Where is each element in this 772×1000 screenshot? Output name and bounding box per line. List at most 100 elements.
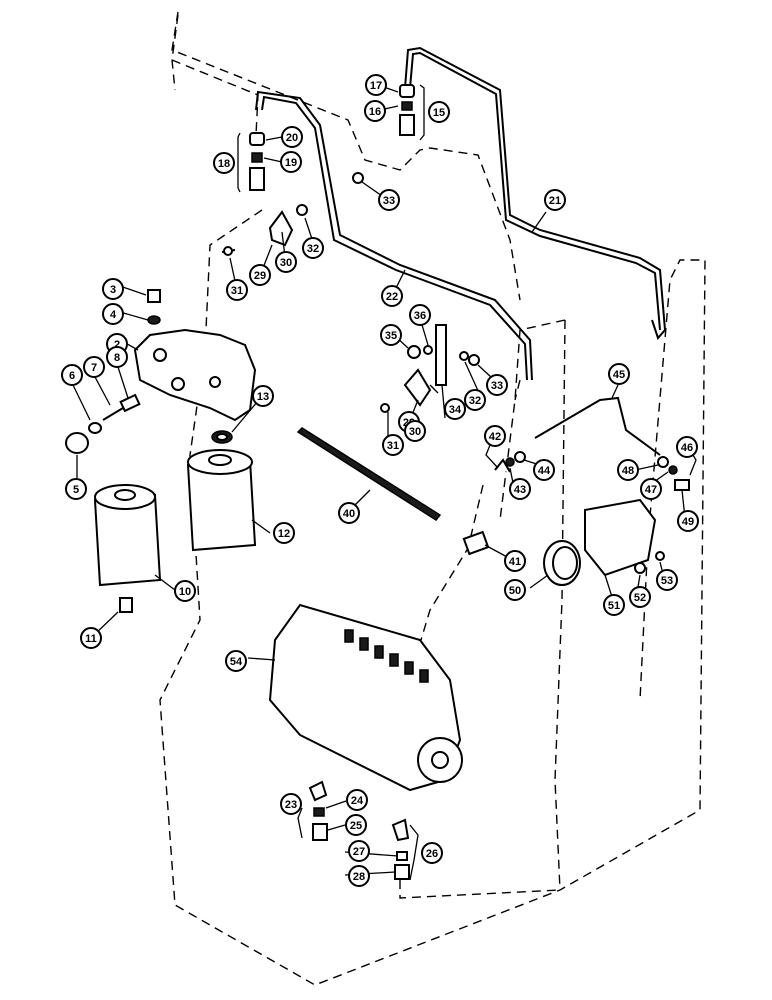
callout-label-34: 34 [449,404,462,416]
callout-21: 21 [544,189,566,211]
callout-32-upper: 32 [302,237,324,259]
valve-8 [119,393,141,413]
nut-32-upper [296,204,308,216]
fuel-pipe-22-inner [261,95,528,381]
callout-label-25: 25 [350,820,362,832]
nut-44 [514,451,526,463]
callout-34: 34 [444,398,466,420]
callout-label-24: 24 [351,795,364,807]
washer-4 [147,315,161,325]
callout-label-36: 36 [414,310,426,322]
callout-50: 50 [504,579,526,601]
group-bracket-26 [409,824,419,881]
cap-nut-20 [249,132,265,146]
callout-label-51: 51 [608,600,620,612]
callout-30-upper: 30 [275,251,297,273]
group-bracket-42 [485,444,499,469]
callout-label-40: 40 [343,508,355,520]
callout-41: 41 [504,550,526,572]
callout-label-12: 12 [278,528,290,540]
callout-label-32-lower: 32 [469,395,481,407]
callout-label-10: 10 [179,586,191,598]
callout-label-20: 20 [286,132,298,144]
filter-head-2 [133,328,257,422]
callout-label-30-lower: 30 [409,426,421,438]
hose-40 [296,427,442,521]
callout-46: 46 [676,436,698,458]
sleeve-16 [401,101,413,111]
bracket-51 [584,498,657,577]
callout-48: 48 [617,459,639,481]
gauge-face-50 [552,546,578,580]
dashed-boundary-left [171,14,259,136]
callout-label-16: 16 [369,106,381,118]
callout-31-lower: 31 [382,434,404,456]
callout-33-upper: 33 [378,189,400,211]
callout-label-33-lower: 33 [491,380,503,392]
sleeve-19 [251,152,263,163]
callout-label-11: 11 [85,633,97,645]
filter-head-port-3 [171,377,185,391]
strap-34 [435,324,447,386]
pump-outlet-1 [344,629,354,643]
elbow-26 [391,818,410,842]
callout-11: 11 [80,627,102,649]
gauge-tube-45 [534,396,661,456]
pump-outlet-6 [419,669,429,683]
callout-40: 40 [338,502,360,524]
callout-25: 25 [345,814,367,836]
nut-28 [394,864,410,880]
callout-label-8: 8 [114,352,120,364]
callout-47: 47 [640,478,662,500]
dashed-line-lower [399,880,561,899]
pump-outlet-5 [404,661,414,675]
callout-20: 20 [281,126,303,148]
filter-thread-10 [114,489,136,501]
o-ring-6 [88,422,102,434]
callout-label-52: 52 [634,592,646,604]
nut-25 [312,823,328,841]
callout-group: 2 3 4 5 6 7 8 10 11 12 13 15 16 17 18 19… [61,74,699,887]
callout-label-49: 49 [682,516,694,528]
callout-51: 51 [603,594,625,616]
callout-label-54: 54 [230,656,243,668]
drain-plug-11 [119,597,133,613]
callout-35: 35 [380,324,402,346]
group-bracket-18 [237,132,241,193]
callout-label-41: 41 [509,556,521,568]
callout-label-18: 18 [218,158,230,170]
connector-18 [249,167,265,191]
callout-label-27: 27 [353,846,365,858]
pump-shaft [431,751,449,769]
nut-33-lower [468,354,480,366]
sleeve-24 [313,807,325,817]
callout-18: 18 [213,152,235,174]
callout-5: 5 [65,478,87,500]
dashed-boundary-main [159,11,706,986]
cap-nut-17 [399,84,415,98]
callout-44: 44 [533,459,555,481]
callout-label-30-upper: 30 [280,257,292,269]
callout-43: 43 [509,478,531,500]
callout-27: 27 [348,840,370,862]
spring-7 [102,407,124,421]
sleeve-47 [668,465,678,475]
tee-fitting-41 [462,530,490,556]
connector-15 [399,114,415,136]
callout-label-5: 5 [73,484,79,496]
callout-7: 7 [83,356,105,378]
callout-label-4: 4 [110,309,117,321]
seal-13-inner [216,433,228,441]
callout-17: 17 [365,74,387,96]
callout-label-32-upper: 32 [307,243,319,255]
elbow-23 [308,780,328,802]
callout-label-48: 48 [622,465,634,477]
callout-19: 19 [280,151,302,173]
plug-5 [65,432,89,454]
callout-label-29-upper: 29 [254,270,266,282]
elbow-42 [494,458,511,473]
callout-label-23: 23 [285,799,297,811]
callout-label-17: 17 [370,80,382,92]
callout-30-lower: 30 [404,420,426,442]
